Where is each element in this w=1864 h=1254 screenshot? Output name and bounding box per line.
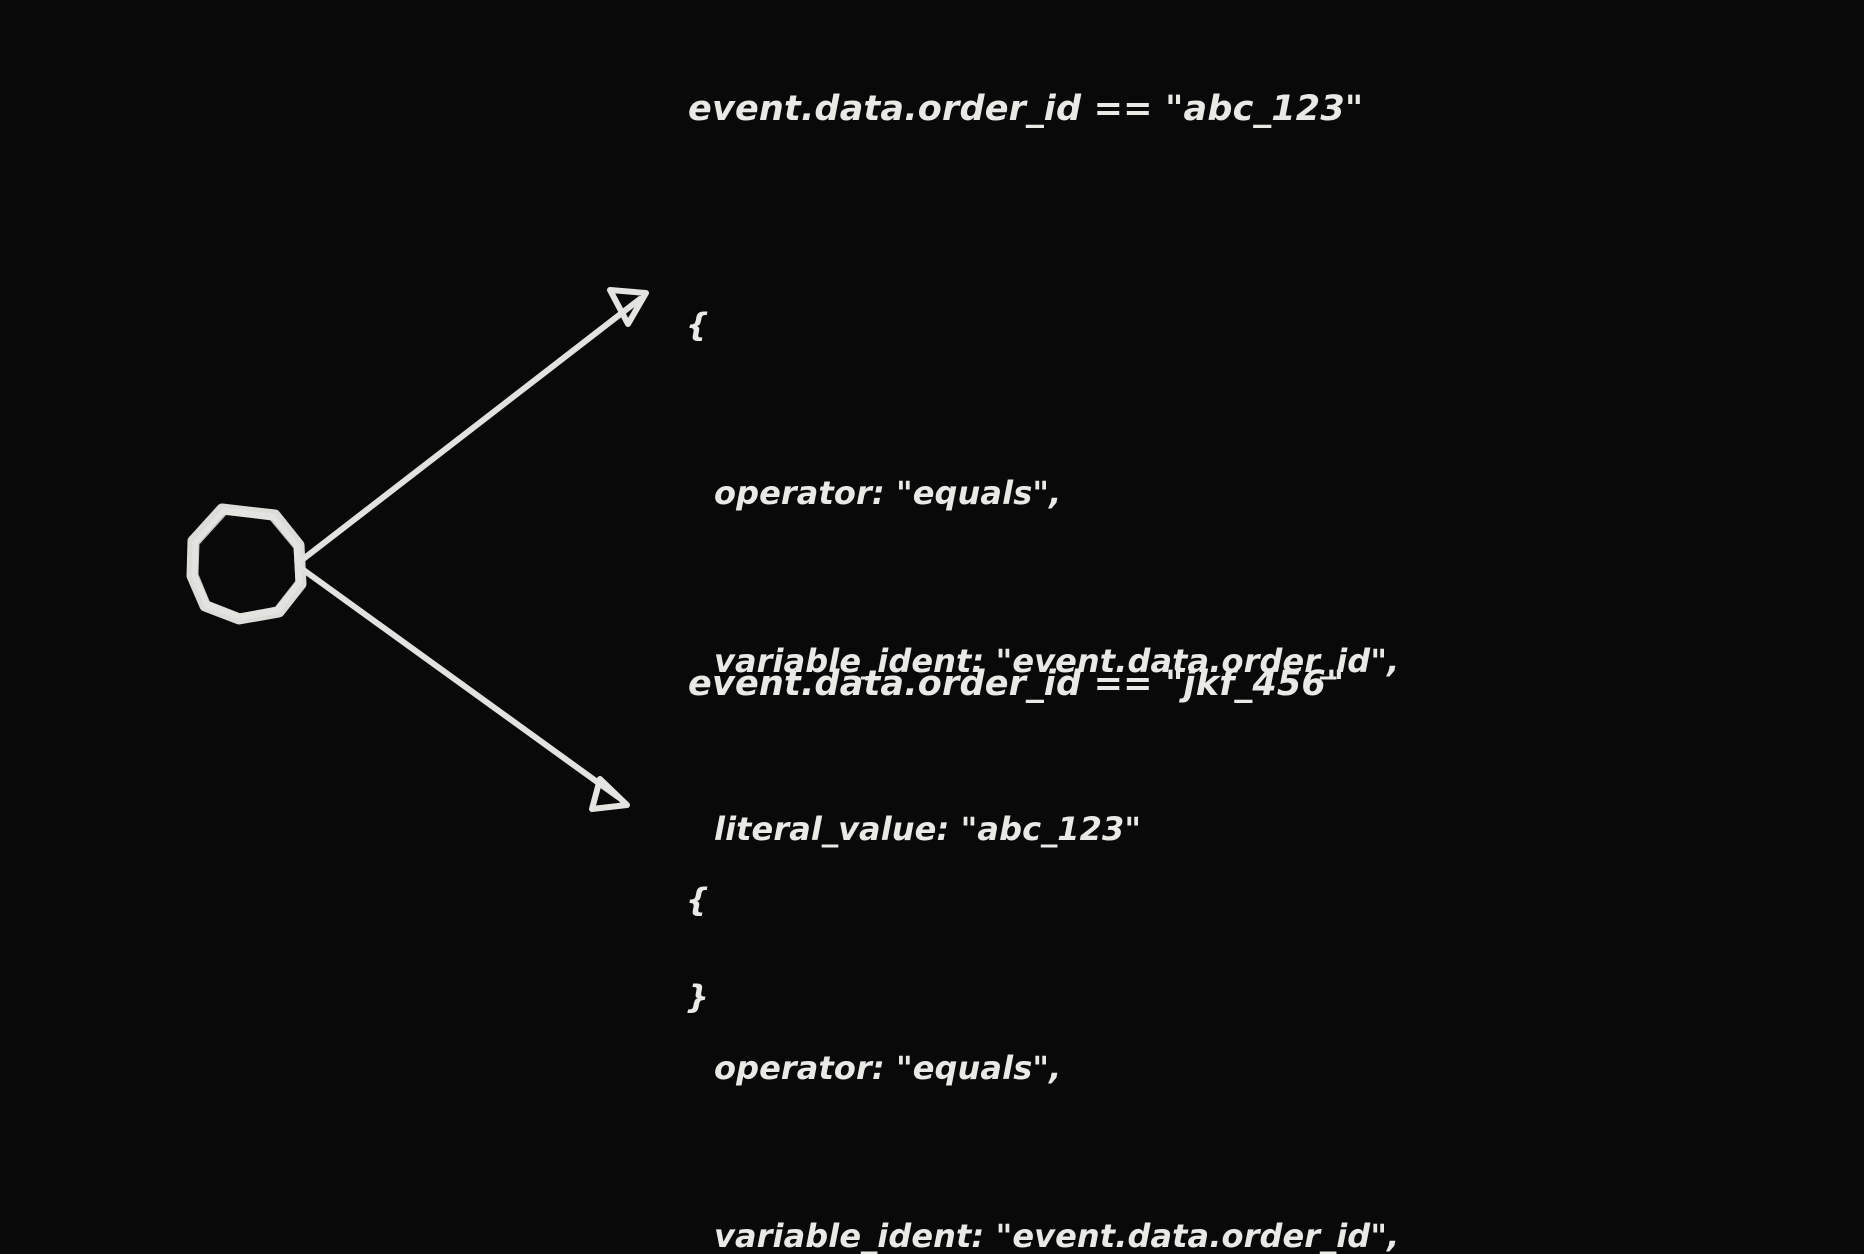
branch-1-code-block: { operator: "equals", variable_ident: "e… bbox=[686, 185, 1399, 1137]
branch-1-code-line-4: } bbox=[686, 978, 709, 1016]
branch-2-code-line-2: variable_ident: "event.data.order_id", bbox=[714, 1217, 1400, 1254]
root-node-octagon[interactable] bbox=[186, 503, 307, 625]
branch-1-code-line-1: operator: "equals", bbox=[714, 474, 1062, 512]
branch-2-code-line-0: { bbox=[686, 881, 709, 919]
edge-to-branch-2[interactable] bbox=[295, 563, 630, 812]
branch-1-code-line-2: variable_ident: "event.data.order_id", bbox=[714, 642, 1400, 680]
branch-1-code-line-3: literal_value: "abc_123" bbox=[714, 810, 1142, 848]
branch-1-heading: event.data.order_id == "abc_123" bbox=[688, 89, 1364, 129]
branch-1-code-line-0: { bbox=[686, 306, 709, 344]
branch-2-heading: event.data.order_id == "jkf_456" bbox=[688, 664, 1345, 704]
branch-2-code-line-1: operator: "equals", bbox=[714, 1049, 1062, 1087]
edge-to-branch-1[interactable] bbox=[295, 287, 649, 566]
branch-2-code-block: { operator: "equals", variable_ident: "e… bbox=[686, 760, 1399, 1254]
